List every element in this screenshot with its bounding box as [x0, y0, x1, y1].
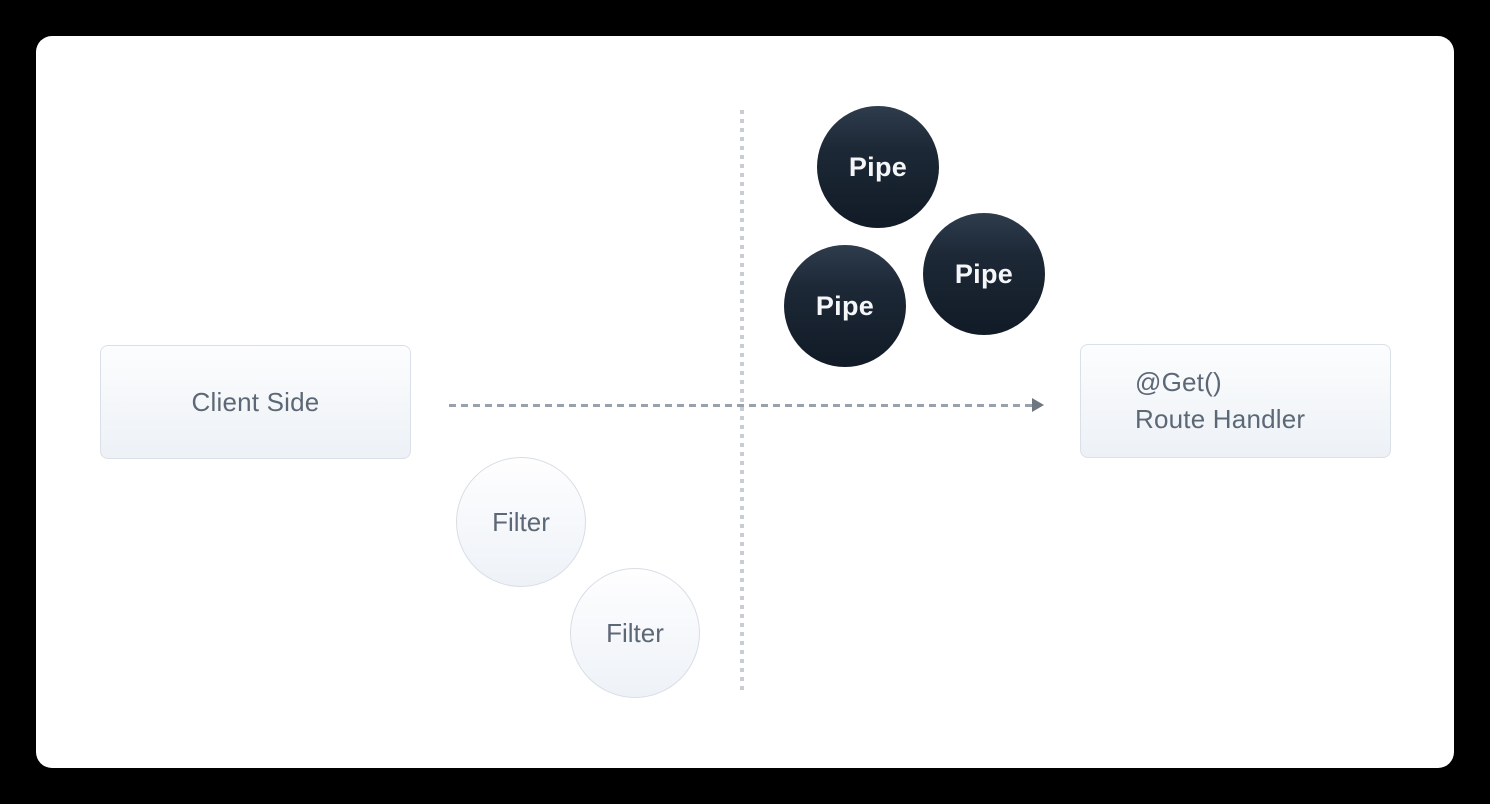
route-handler-decorator: @Get() — [1135, 367, 1222, 397]
pipe-label: Pipe — [815, 290, 875, 321]
arrow-right-icon — [1032, 398, 1044, 412]
pipe-label: Pipe — [954, 258, 1014, 289]
client-side-node: Client Side — [100, 345, 411, 459]
filter-label: Filter — [606, 617, 664, 648]
pipe-node: Pipe — [923, 213, 1045, 335]
client-side-label: Client Side — [191, 386, 320, 417]
route-handler-node: @Get() Route Handler — [1080, 344, 1391, 458]
filter-node: Filter — [456, 457, 586, 587]
filter-node: Filter — [570, 568, 700, 698]
vertical-boundary-dotted-line — [740, 110, 744, 692]
route-handler-label: Route Handler — [1135, 404, 1306, 434]
pipe-label: Pipe — [848, 151, 908, 182]
pipe-node: Pipe — [817, 106, 939, 228]
diagram-card: Client Side Pipe Pipe Pipe Filter Filter… — [36, 36, 1454, 768]
pipe-node: Pipe — [784, 245, 906, 367]
filter-label: Filter — [492, 506, 550, 537]
